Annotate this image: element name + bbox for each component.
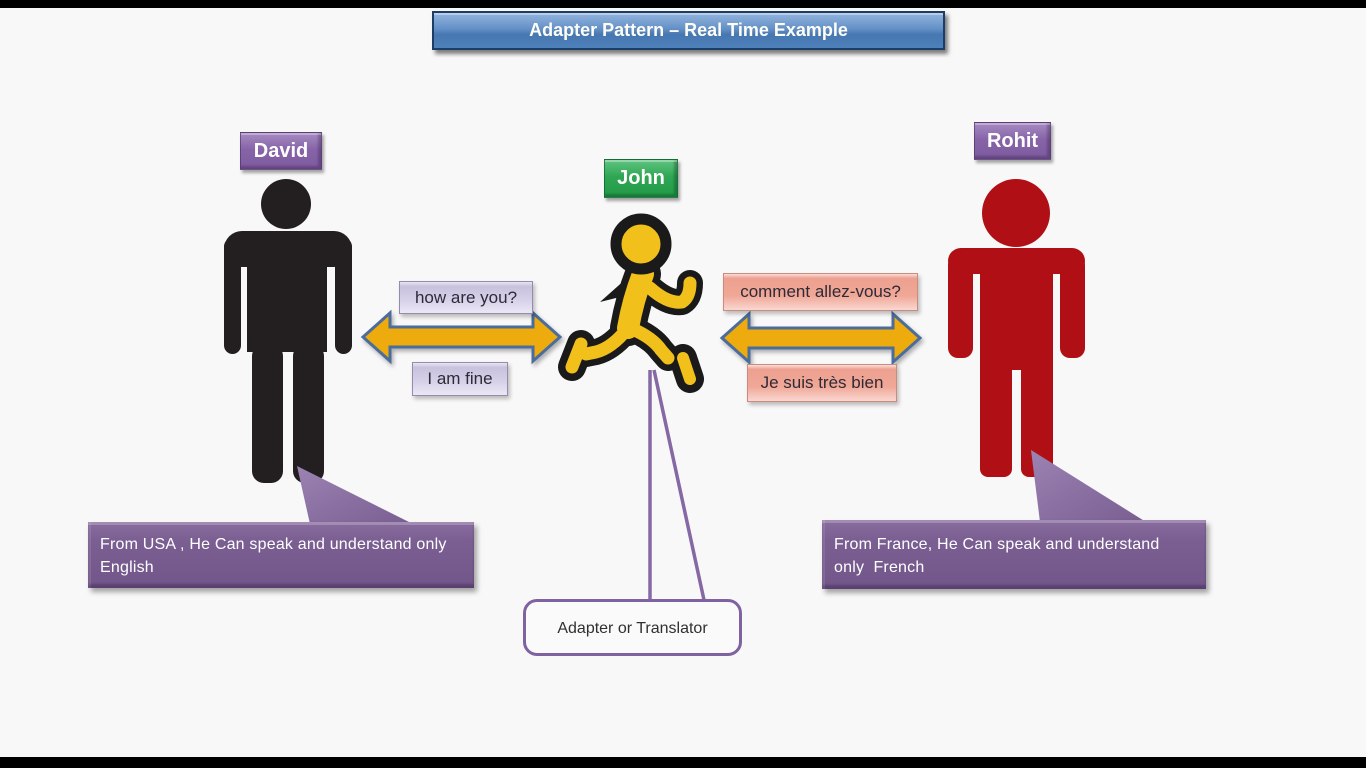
message-answer-french: Je suis très bien [747, 364, 897, 402]
callout-david-line1: From USA , He Can speak and understand o… [100, 536, 447, 553]
title-text: Adapter Pattern – Real Time Example [529, 20, 848, 40]
callout-david-line2: English [100, 559, 154, 576]
title-banner: Adapter Pattern – Real Time Example [432, 11, 945, 50]
david-figure-icon [224, 179, 352, 483]
message-question-french: comment allez-vous? [723, 273, 918, 311]
callout-rohit-line2: only French [834, 559, 925, 576]
double-arrows [360, 309, 923, 366]
label-david: David [240, 132, 322, 170]
callout-rohit: From France, He Can speak and understand… [822, 520, 1206, 589]
callout-pointer-rohit [1031, 450, 1146, 522]
adapter-box: Adapter or Translator [523, 599, 742, 656]
letterbox-bottom [0, 757, 1366, 768]
callout-pointer-david [297, 466, 413, 524]
label-rohit: Rohit [974, 122, 1051, 160]
arrow-john-rohit [719, 310, 923, 366]
callout-david: From USA , He Can speak and understand o… [88, 522, 474, 588]
letterbox-top [0, 0, 1366, 8]
label-john: John [604, 159, 678, 198]
john-figure-icon [558, 213, 704, 393]
message-question-english: how are you? [399, 281, 533, 314]
rohit-figure-icon [948, 179, 1085, 477]
arrow-david-john [360, 309, 563, 365]
callout-rohit-line1: From France, He Can speak and understand [834, 536, 1160, 553]
message-answer-english: I am fine [412, 362, 508, 396]
adapter-connectors [648, 369, 706, 601]
